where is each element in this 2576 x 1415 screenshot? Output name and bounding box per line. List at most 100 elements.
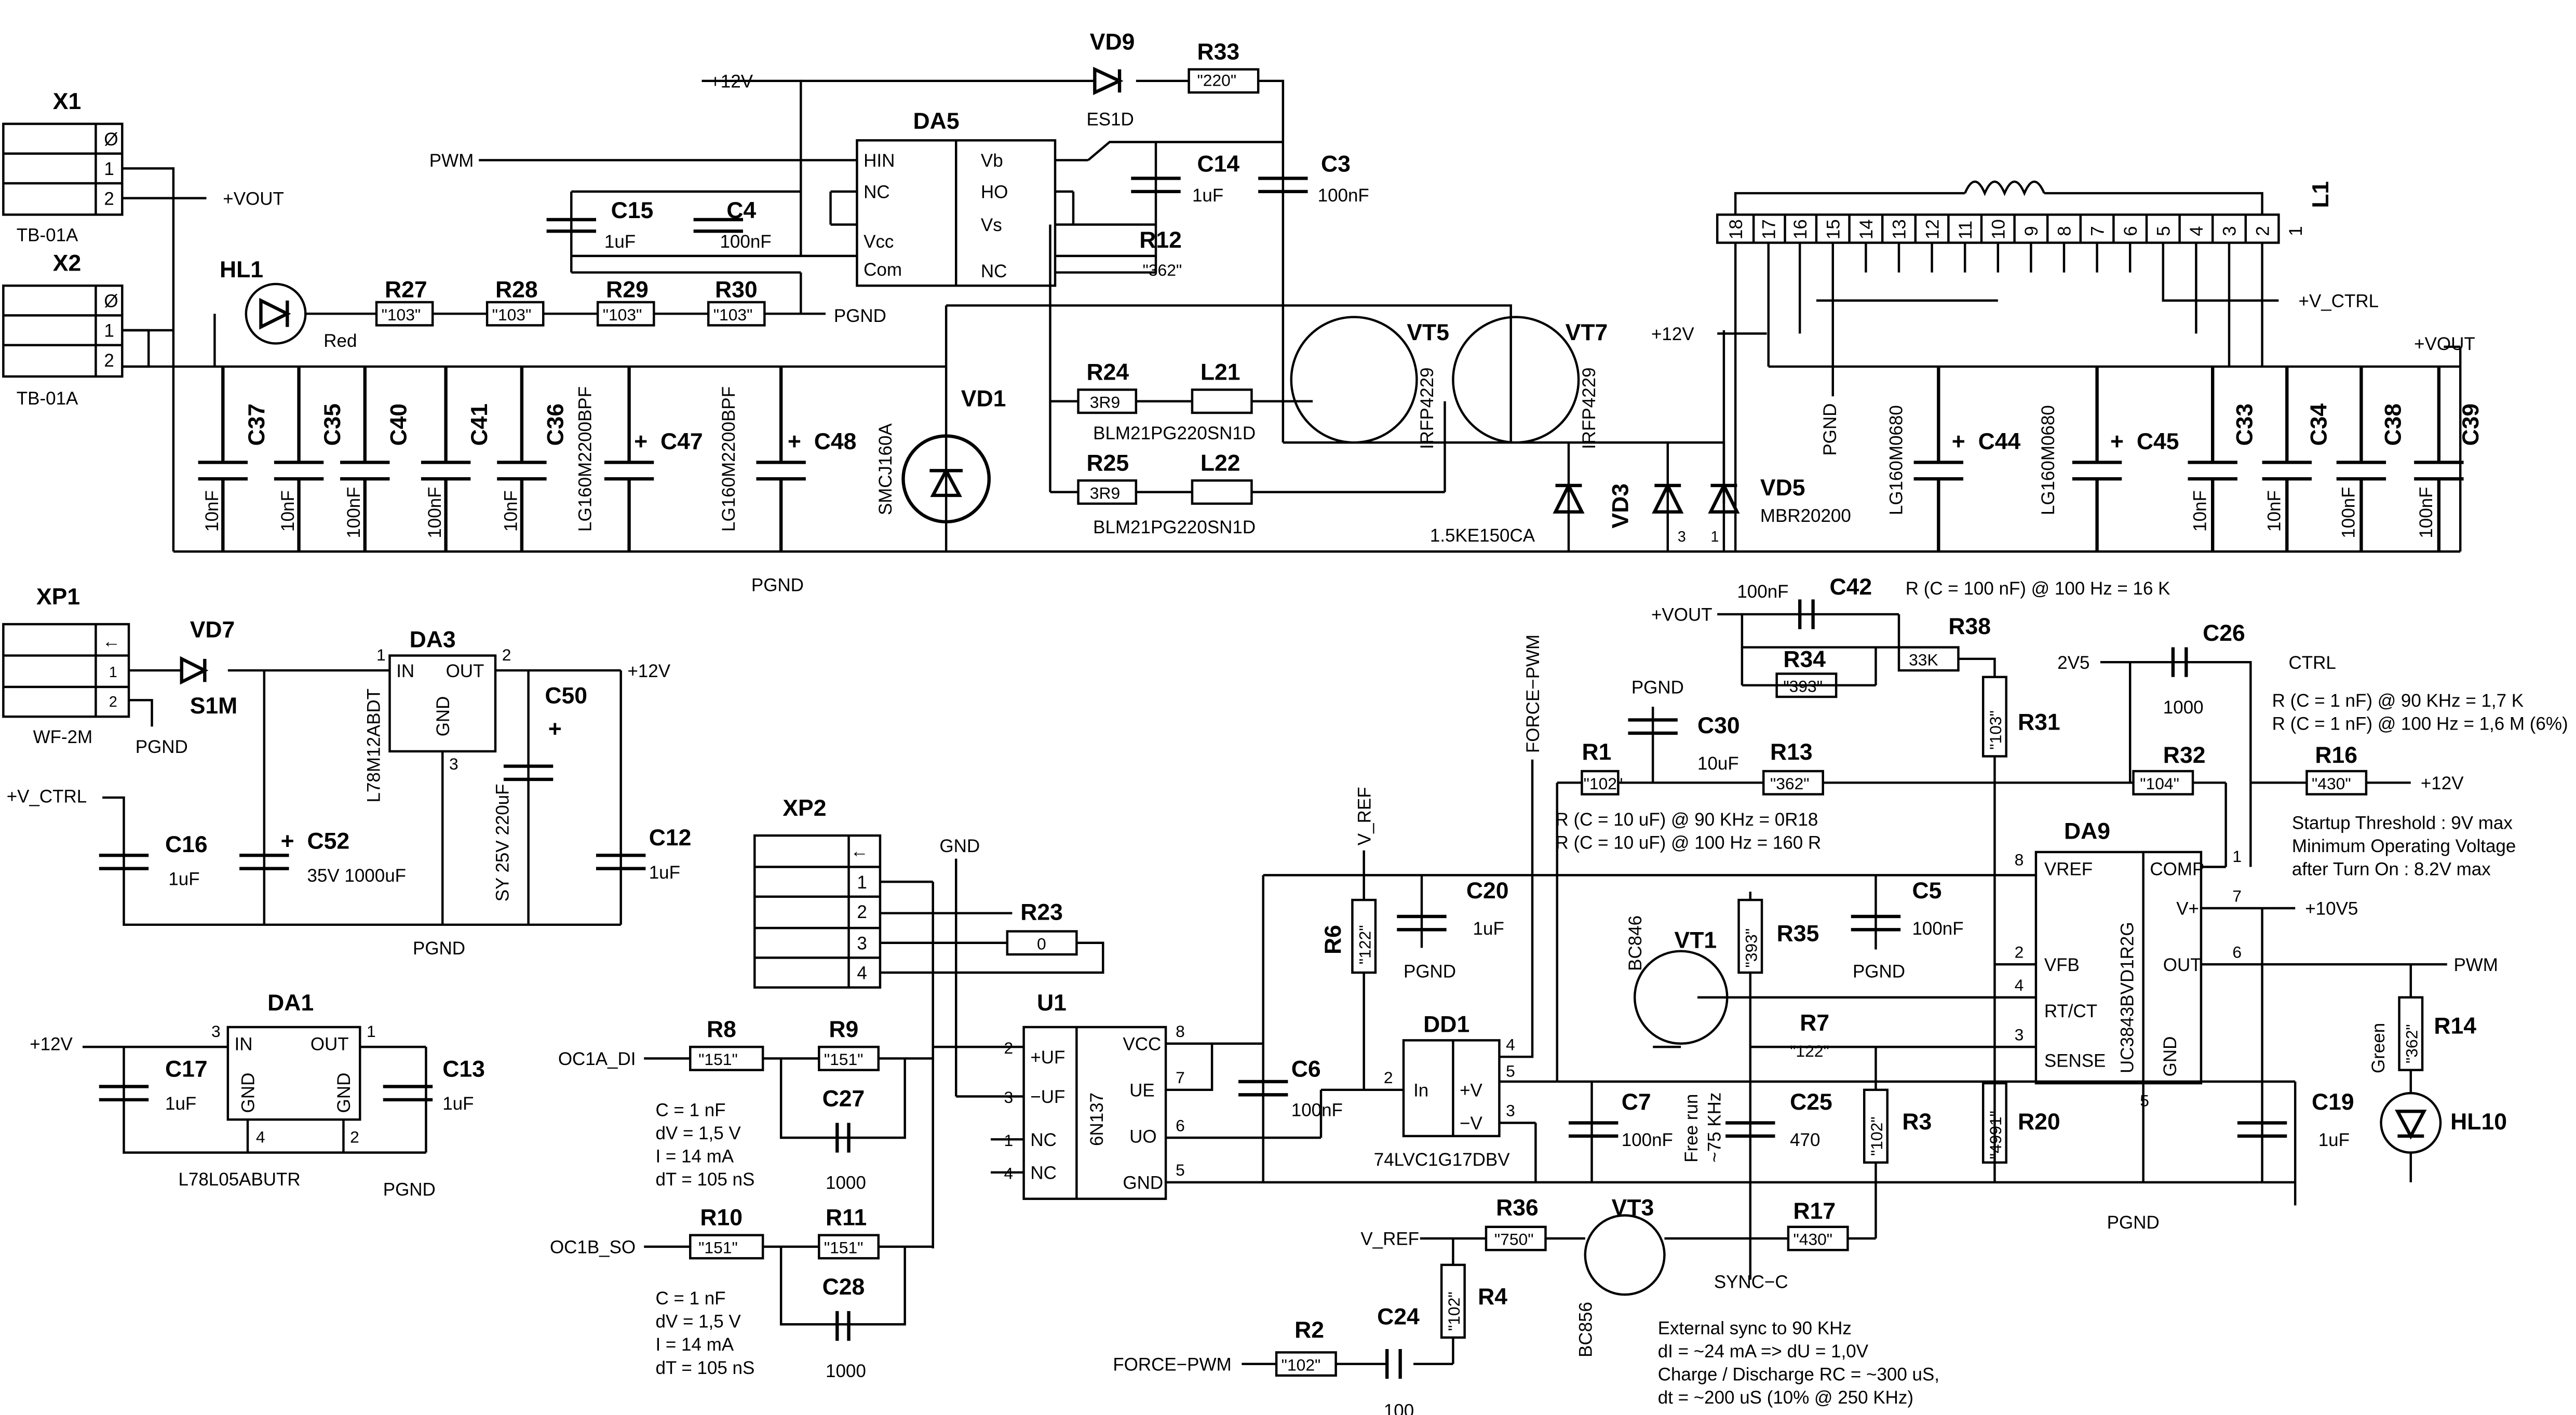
conn-pin-12: 12	[1922, 219, 1943, 239]
r36-value: "750"	[1494, 1230, 1534, 1249]
vt3-label: VT3	[1612, 1195, 1654, 1220]
pgnd-net: PGND	[834, 306, 886, 326]
vd5-pin3: 3	[1678, 529, 1686, 545]
c19-label: C19	[2312, 1089, 2354, 1115]
da3-pin1: 1	[376, 645, 386, 664]
r17-value: "430"	[1793, 1230, 1832, 1249]
r7-label: R7	[1800, 1010, 1829, 1035]
vctrl-net: +V_CTRL	[2299, 291, 2379, 311]
da5-com: Com	[864, 260, 902, 280]
x1-pin-z: Ø	[104, 129, 118, 150]
da5-vs: Vs	[981, 215, 1002, 235]
da3-in: IN	[396, 661, 414, 681]
note1-line1: C = 1 nF	[655, 1100, 725, 1121]
vd9-label: VD9	[1090, 29, 1135, 55]
dd1-pin3: 3	[1506, 1101, 1515, 1120]
r30-label: R30	[715, 277, 758, 302]
da9-pin5: 5	[2140, 1091, 2149, 1110]
c17-value: 1uF	[165, 1094, 196, 1114]
u1-uf-plus: +UF	[1030, 1047, 1065, 1068]
c35-label: C35	[320, 403, 345, 446]
c27-value: 1000	[826, 1173, 866, 1193]
hl1-color: Red	[323, 331, 357, 351]
r27-label: R27	[385, 277, 427, 302]
note1-line3: I = 14 mA	[655, 1147, 734, 1167]
c6-label: C6	[1291, 1056, 1321, 1082]
vt7-label: VT7	[1566, 320, 1608, 345]
vd1-part: SMCJ160A	[875, 423, 896, 516]
vd7-part: S1M	[190, 693, 238, 719]
pgnd-net-2: PGND	[751, 575, 804, 595]
u1-gnd: GND	[1123, 1173, 1163, 1193]
vref-net-2: V_REF	[1360, 1229, 1419, 1249]
c52-part: 35V 1000uF	[307, 866, 406, 886]
c50-label: C50	[545, 683, 587, 709]
da9-sense: SENSE	[2044, 1050, 2106, 1071]
c28-label: C28	[822, 1274, 865, 1300]
c4-label: C4	[726, 198, 756, 223]
forcepwm-net-2: FORCE−PWM	[1113, 1354, 1231, 1374]
xp1-arrow: ←	[102, 631, 120, 652]
c19-value: 1uF	[2318, 1130, 2350, 1150]
r13-label: R13	[1770, 739, 1813, 765]
da5-vcc: Vcc	[864, 232, 894, 252]
da9-pin6: 6	[2232, 942, 2242, 961]
da5-nc2: NC	[981, 261, 1007, 281]
wires	[2, 68, 2462, 1377]
c28-value: 1000	[826, 1361, 866, 1381]
conn-pin-11: 11	[1955, 221, 1976, 239]
r11-value: "151"	[824, 1238, 864, 1257]
r34-label: R34	[1783, 647, 1826, 672]
da9-gnd: GND	[2160, 1036, 2180, 1077]
c7-label: C7	[1622, 1089, 1651, 1115]
p12v-net-4: +12V	[30, 1034, 73, 1054]
da1-pin2: 2	[350, 1128, 359, 1147]
oc1a-net: OC1A_DI	[558, 1049, 636, 1069]
da1-in: IN	[235, 1034, 253, 1054]
r6-label: R6	[1320, 925, 1346, 954]
vd9-part: ES1D	[1086, 110, 1134, 130]
conn-pin-2: 2	[2253, 226, 2273, 236]
vctrl-net-2: +V_CTRL	[7, 786, 87, 806]
r27-value: "103"	[382, 305, 421, 324]
da9-out: OUT	[2163, 955, 2202, 975]
conn-pin-15: 15	[1824, 219, 1844, 239]
c52-plus: +	[281, 829, 294, 854]
pgnd-net-5: PGND	[413, 938, 465, 959]
r36-label: R36	[1496, 1195, 1539, 1220]
c42-label: C42	[1829, 574, 1872, 600]
u1-pin2: 2	[1004, 1039, 1013, 1057]
freerun-line2: ~75 KHz	[1705, 1093, 1725, 1163]
u1-pin3: 3	[1004, 1088, 1013, 1107]
c34-value: 10nF	[2264, 490, 2285, 532]
c30-value: 10uF	[1697, 753, 1739, 774]
da1-pin4: 4	[256, 1128, 265, 1147]
da3-pin2: 2	[502, 645, 511, 664]
startup-line3: after Turn On : 8.2V max	[2292, 859, 2491, 879]
x2-pin-2: 2	[104, 351, 114, 371]
r2-label: R2	[1294, 1317, 1324, 1343]
da1-label: DA1	[267, 990, 314, 1016]
xp2-label: XP2	[783, 796, 826, 821]
pgnd-net-10: PGND	[2107, 1212, 2160, 1233]
l1-label: L1	[2308, 181, 2334, 208]
da3-out: OUT	[446, 661, 484, 681]
dd1-pin4: 4	[1506, 1035, 1515, 1054]
c50-plus: +	[548, 716, 562, 742]
da1-gnd1: GND	[238, 1073, 259, 1113]
r11-label: R11	[826, 1205, 867, 1231]
c3-label: C3	[1321, 152, 1351, 177]
vd5-label: VD5	[1760, 475, 1805, 501]
conn-pin-13: 13	[1890, 219, 1910, 239]
c52-label: C52	[307, 829, 349, 854]
dd1-mv: −V	[1460, 1113, 1482, 1134]
u1-ue: UE	[1129, 1081, 1155, 1101]
da9-pin2: 2	[2015, 942, 2024, 961]
vt5-part: IRFP4229	[1417, 368, 1437, 449]
r16-value: "430"	[2312, 774, 2351, 793]
conn-pin-8: 8	[2055, 226, 2075, 236]
r13-value: "362"	[1770, 774, 1810, 793]
freerun-line1: Free run	[1681, 1094, 1702, 1163]
da9-vplus: V+	[2176, 899, 2199, 919]
